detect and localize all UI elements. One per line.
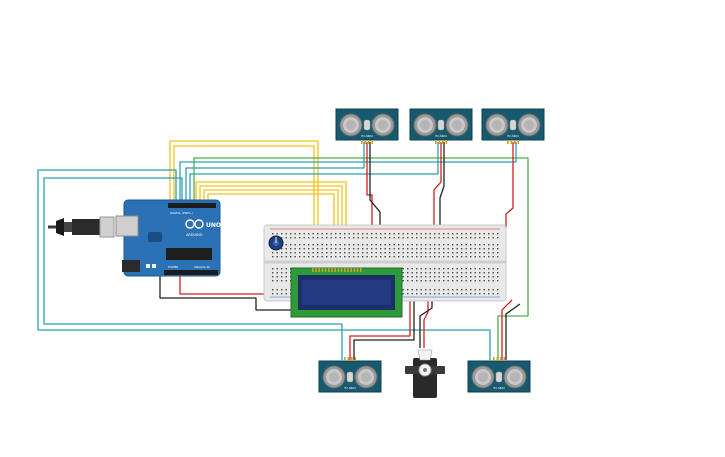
arduino-uno-board[interactable]: UNO ARDUINO DIGITAL (PWM~) ANALOG IN POW… <box>48 199 221 277</box>
sensor-chip-label: HC-SR04 <box>344 386 356 390</box>
wire-black-arduino[interactable] <box>159 276 292 311</box>
wire-teal-left-loop[interactable] <box>37 169 491 360</box>
power-label: POWER <box>168 265 178 269</box>
wire-black-sensor4[interactable] <box>353 300 415 360</box>
ultrasonic-sensor-3[interactable]: HC-SR04 <box>481 108 545 144</box>
wire-black-servo[interactable] <box>419 298 433 348</box>
lcd-display[interactable] <box>290 267 403 318</box>
sensor-chip-label: HC-SR04 <box>493 386 505 390</box>
analog-label: ANALOG IN <box>194 265 210 269</box>
ultrasonic-sensor-4[interactable]: HC-SR04 <box>318 357 382 393</box>
wire-red-sensor3[interactable] <box>505 142 514 228</box>
wire-black-sensor5[interactable] <box>505 303 521 360</box>
arduino-logo-icon <box>185 219 204 229</box>
wire-red-sensor4[interactable] <box>349 300 411 360</box>
wire-red-sensor2[interactable] <box>433 142 442 228</box>
digital-label: DIGITAL (PWM~) <box>170 211 193 215</box>
wires <box>37 140 529 360</box>
wire-teal-top-sensor1[interactable] <box>185 142 365 203</box>
sensor-chip-label: HC-SR04 <box>361 134 373 138</box>
wire-yellow-2[interactable] <box>173 145 315 272</box>
ultrasonic-sensor-5[interactable]: HC-SR04 <box>467 357 531 393</box>
wire-yellow-1[interactable] <box>169 140 319 272</box>
wire-teal-top-sensor3[interactable] <box>179 142 517 203</box>
wire-red-servo[interactable] <box>423 298 429 348</box>
wire-green[interactable] <box>193 157 529 360</box>
brand-label: ARDUINO <box>186 233 203 237</box>
potentiometer-knob-icon[interactable] <box>268 235 284 251</box>
wire-red-sensor5[interactable] <box>501 299 513 360</box>
wire-black-sensor2[interactable] <box>439 142 445 228</box>
sensor-chip-label: HC-SR04 <box>507 134 519 138</box>
wire-black-sensor1[interactable] <box>369 142 381 228</box>
wire-teal-left-loop2[interactable] <box>43 177 343 360</box>
usb-cable-icon <box>48 216 115 238</box>
ultrasonic-sensor-1[interactable]: HC-SR04 <box>335 108 399 144</box>
lcd-pin-header <box>312 268 362 272</box>
sensor-chip-label: HC-SR04 <box>435 134 447 138</box>
board-label: UNO <box>206 222 221 229</box>
ultrasonic-sensor-2[interactable]: HC-SR04 <box>409 108 473 144</box>
servo-motor-icon[interactable] <box>405 349 445 398</box>
